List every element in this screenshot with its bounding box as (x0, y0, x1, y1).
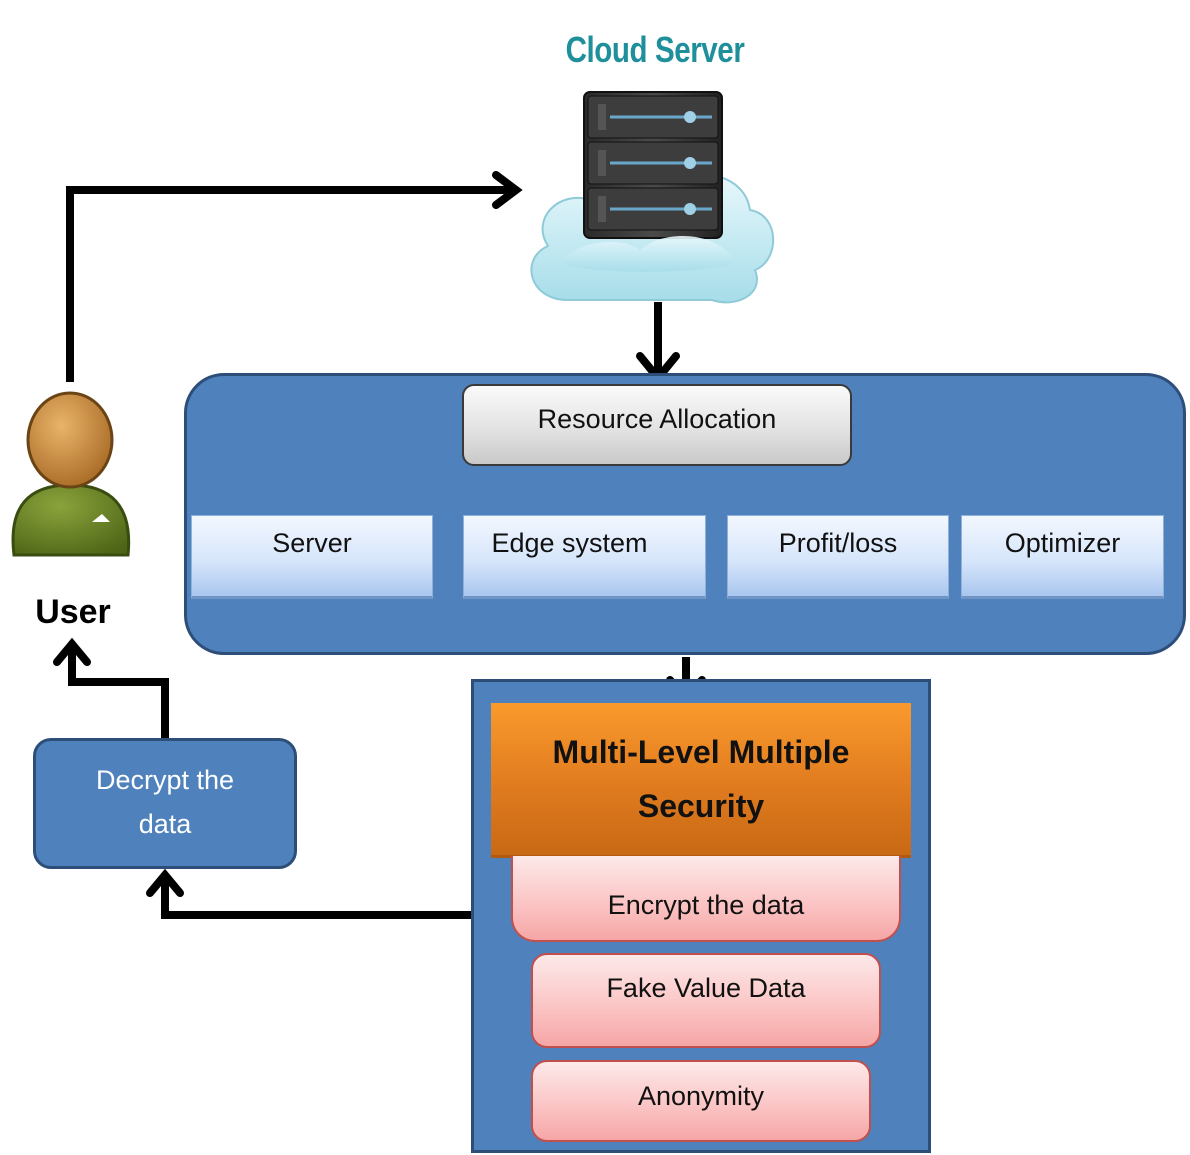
user-to-cloud-arrowhead (492, 171, 523, 209)
user-to-cloud-arrow (66, 186, 516, 382)
security-to-decrypt-arrowhead (146, 868, 184, 897)
anonymity-layer: Anonymity (531, 1060, 871, 1142)
edge-system-box: Edge system (463, 515, 706, 599)
security-to-decrypt-arrow (161, 878, 471, 919)
cloud-server-title: Cloud Server (565, 29, 745, 70)
multi-level-security-box: Multi-Level Multiple Security (491, 703, 911, 858)
profit-loss-box: Profit/loss (727, 515, 949, 599)
encrypt-layer: Encrypt the data (511, 856, 901, 942)
decrypt-to-user-arrowhead (53, 637, 91, 666)
decrypt-to-user-arrow (68, 646, 169, 738)
user-label: User (35, 592, 111, 631)
user-avatar-icon (11, 391, 131, 557)
resource-allocation-box: Resource Allocation (462, 384, 852, 466)
decrypt-box: Decrypt the data (33, 738, 297, 869)
server-rack-cloud-icon (530, 91, 775, 304)
fake-value-layer: Fake Value Data (531, 953, 881, 1048)
server-box: Server (191, 515, 433, 599)
optimizer-box: Optimizer (961, 515, 1164, 599)
